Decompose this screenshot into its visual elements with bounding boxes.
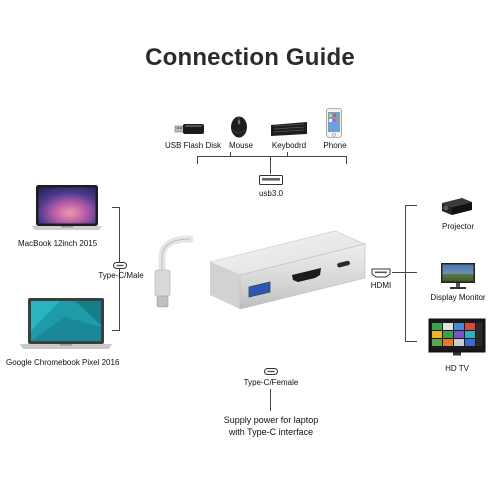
chromebook-icon xyxy=(20,298,112,349)
left-bracket-line xyxy=(112,207,120,209)
usb-port-label: usb3.0 xyxy=(258,189,284,198)
phone-label: Phone xyxy=(323,141,347,150)
right-bracket-line xyxy=(405,205,417,207)
left-port-label: Type-C/Male xyxy=(98,271,144,280)
bottom-caption-line1: Supply power for laptop xyxy=(223,415,319,425)
hdtv-label: HD TV xyxy=(445,364,469,373)
right-port-label: HDMI xyxy=(370,281,392,290)
mouse-label: Mouse xyxy=(228,141,253,150)
hdmi-port-icon xyxy=(371,268,391,278)
right-bracket-line xyxy=(405,341,417,343)
monitor-icon xyxy=(441,263,475,289)
monitor-label: Display Monitor xyxy=(430,293,486,302)
macbook-label: MacBook 12inch 2015 xyxy=(18,239,98,248)
keyboard-icon xyxy=(271,122,307,136)
top-bracket-tick xyxy=(287,152,289,156)
left-bracket-line xyxy=(119,207,121,331)
projector-icon xyxy=(442,198,472,215)
hdtv-icon xyxy=(428,318,486,356)
top-bracket-tick xyxy=(230,152,232,156)
type-c-male-port-icon xyxy=(113,262,127,269)
projector-label: Projector xyxy=(441,222,474,231)
usb-flash-disk-label: USB Flash Disk xyxy=(165,141,222,150)
keyboard-label: Keybodrd xyxy=(271,141,307,150)
right-bracket-line xyxy=(405,272,417,274)
chromebook-label: Google Chromebook Pixel 2016 xyxy=(6,358,120,367)
bottom-caption-line2: with Type-C interface xyxy=(228,427,314,437)
macbook-icon xyxy=(32,185,102,230)
mouse-icon xyxy=(231,116,247,138)
bottom-connector-line xyxy=(270,389,272,411)
right-connector-line xyxy=(392,272,406,274)
top-bracket-tick xyxy=(197,156,199,164)
phone-icon xyxy=(326,108,342,138)
right-bracket-line xyxy=(405,205,407,342)
type-c-female-port-icon xyxy=(264,368,278,375)
bottom-port-label: Type-C/Female xyxy=(243,378,299,387)
top-bracket-tick xyxy=(346,156,348,164)
usb-c-adapter-image xyxy=(154,230,366,310)
usb-flash-disk-icon xyxy=(174,124,204,134)
page-title: Connection Guide xyxy=(145,44,355,71)
usb-port-icon xyxy=(259,175,283,185)
top-bracket-line xyxy=(197,156,347,158)
left-bracket-line xyxy=(112,330,120,332)
top-connector-line xyxy=(270,156,272,174)
